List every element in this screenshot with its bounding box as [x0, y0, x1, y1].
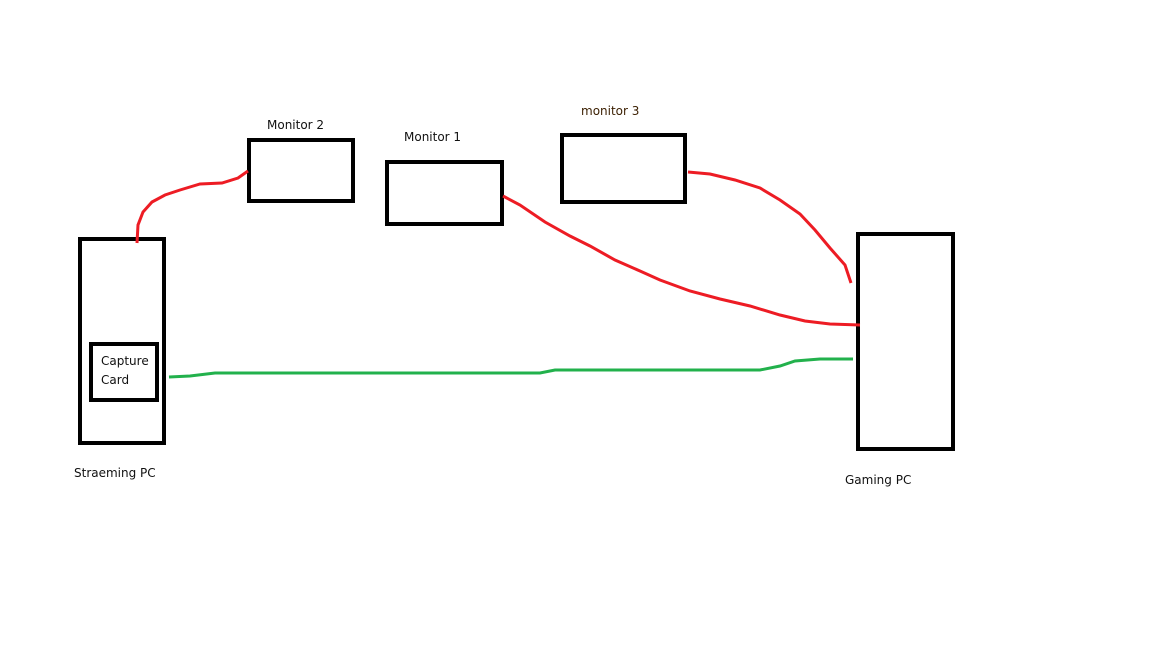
monitor-2-box	[247, 138, 355, 203]
capture-card-label-line2: Card	[101, 373, 130, 387]
streaming-pc-label: Straeming PC	[74, 466, 156, 480]
gaming-pc-label: Gaming PC	[845, 473, 912, 487]
capture-card-label-line1: Capture	[101, 354, 149, 368]
streaming-pc-box	[78, 237, 166, 445]
cable-streaming-pc-to-monitor-2	[135, 169, 249, 244]
monitor-3-box	[560, 133, 687, 204]
monitor-1-box	[385, 160, 504, 226]
monitor-2-label: Monitor 2	[267, 118, 325, 132]
cable-monitor-1-to-gaming-pc	[502, 194, 861, 327]
capture-card-box	[89, 342, 159, 402]
cable-capture-card-to-gaming-pc	[168, 357, 853, 379]
cable-monitor-3-to-gaming-pc	[687, 170, 853, 284]
monitor-1-label: Monitor 1	[404, 130, 462, 144]
monitor-3-label: monitor 3	[581, 104, 640, 118]
gaming-pc-box	[856, 232, 955, 451]
